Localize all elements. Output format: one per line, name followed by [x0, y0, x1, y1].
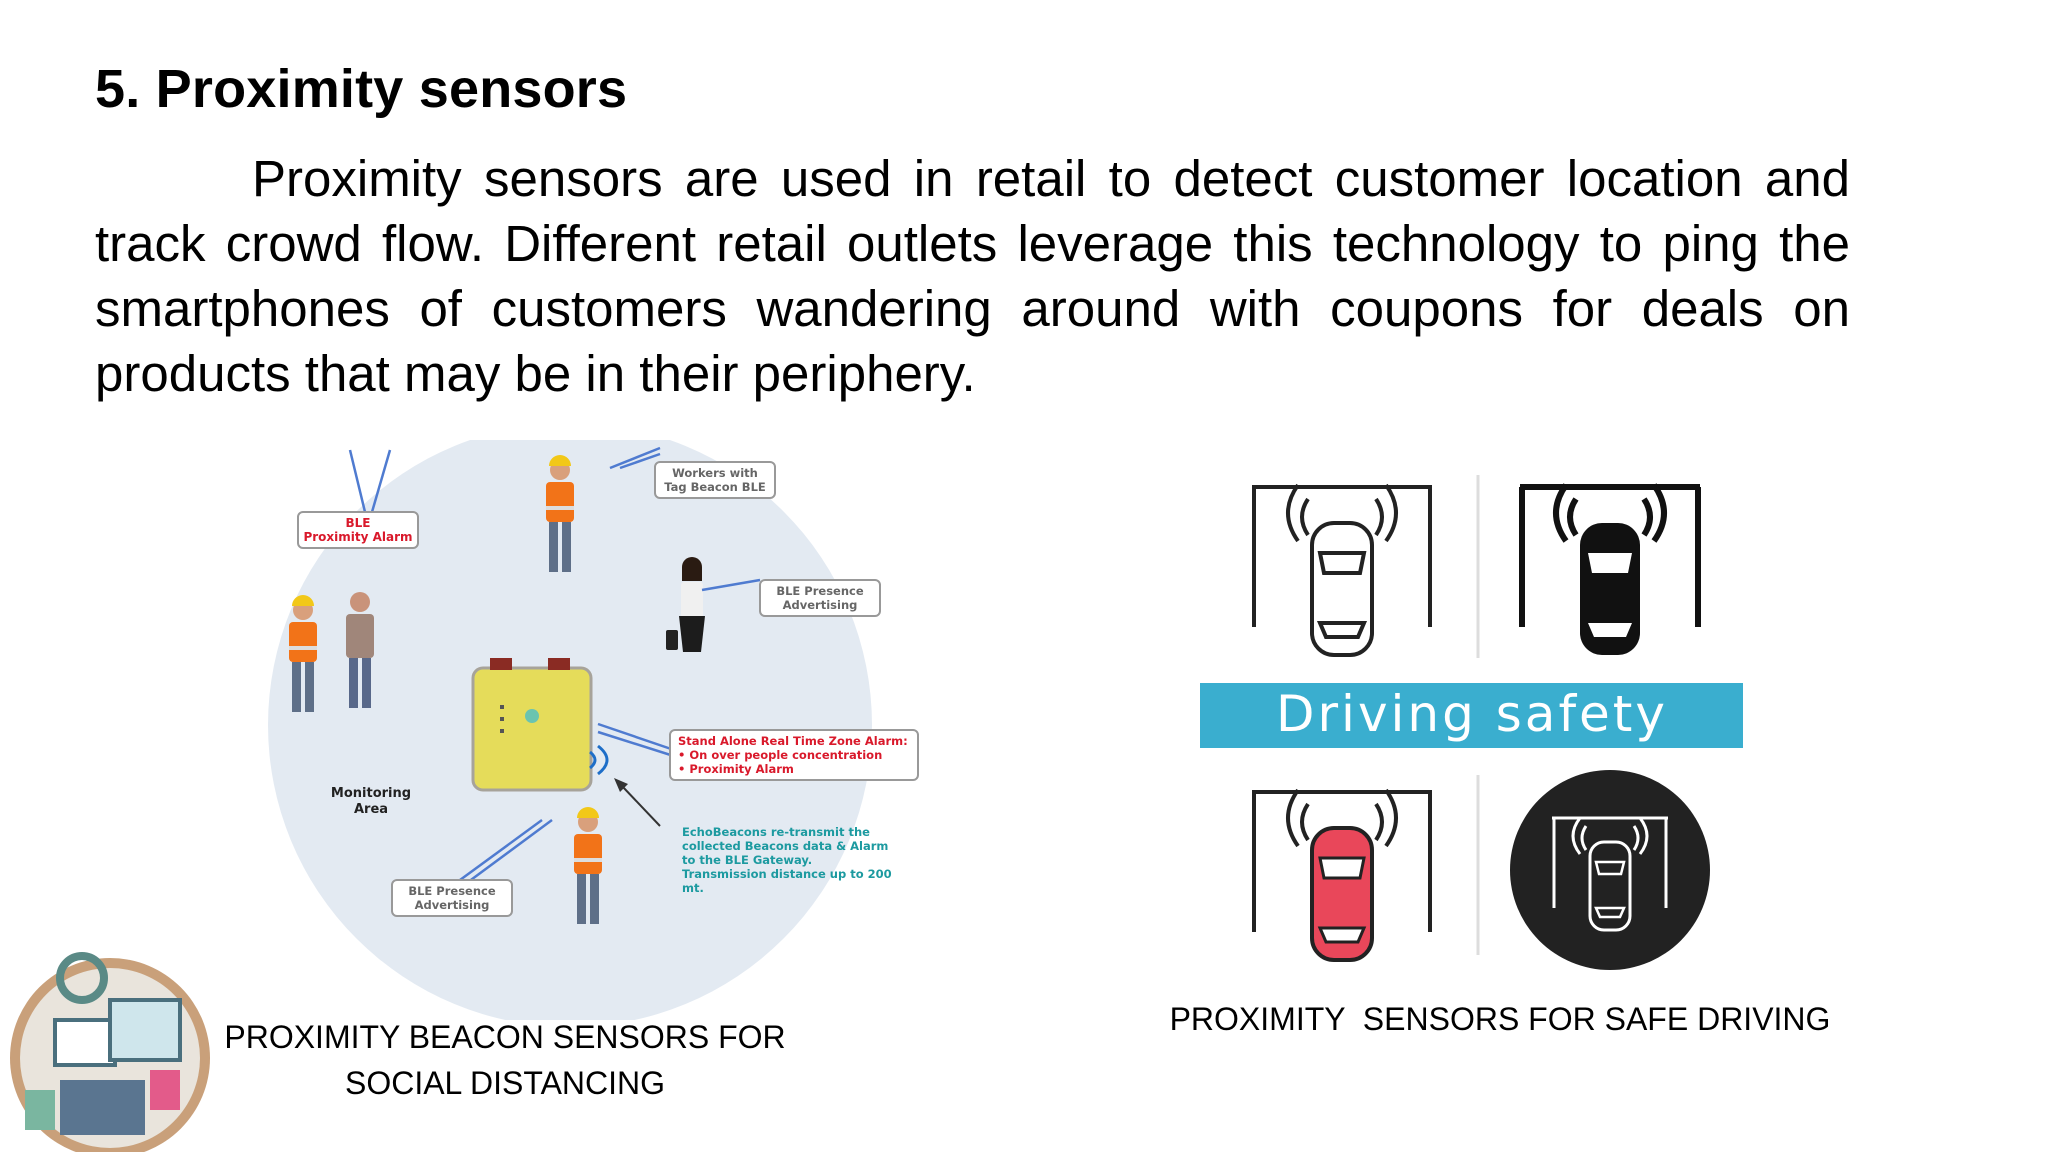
echo-arrow: [621, 785, 661, 827]
worker-bottom: [574, 807, 602, 924]
car-outline-top-left-icon: [1252, 483, 1432, 657]
label-zone-2: • On over people concentration: [678, 748, 882, 762]
label-presence-top-2: Advertising: [783, 598, 858, 612]
slide-paragraph: Proximity sensors are used in retail to …: [95, 150, 1850, 402]
ble-proximity-alarm-callout: BLE Proximity Alarm: [297, 511, 419, 549]
presence-bottom-callout: BLE Presence Advertising: [391, 879, 513, 917]
label-presence-bottom-1: BLE Presence: [408, 884, 496, 898]
iot-logo-icon: [10, 952, 210, 1152]
banner-text: Driving safety: [1276, 685, 1668, 743]
echobeacons-text: EchoBeacons re-transmit the collected Be…: [682, 825, 892, 895]
label-echo-3: to the BLE Gateway.: [682, 853, 812, 867]
label-echo-1: EchoBeacons re-transmit the: [682, 825, 870, 839]
caption-beacon-line1: PROXIMITY BEACON SENSORS FOR: [224, 1019, 786, 1055]
echo-arrowhead: [614, 778, 628, 792]
worker-top: [546, 455, 574, 572]
car-red-bottom-left-icon: [1252, 788, 1432, 962]
label-area: Area: [354, 802, 388, 817]
car-circle-bottom-right-icon: [1510, 770, 1710, 970]
caption-beacon-sensors: PROXIMITY BEACON SENSORS FOR SOCIAL DIST…: [200, 1014, 810, 1106]
businessman: [346, 592, 374, 708]
businesswoman: [666, 557, 705, 652]
label-zone-3: • Proximity Alarm: [678, 762, 794, 776]
label-echo-4: Transmission distance up to 200: [682, 867, 892, 881]
gateway-signal-icon: [589, 744, 609, 776]
label-presence-top-1: BLE Presence: [776, 584, 864, 598]
label-presence-bottom-2: Advertising: [415, 898, 490, 912]
label-proximity-alarm: Proximity Alarm: [303, 530, 412, 544]
ble-gateway-device: [471, 658, 593, 792]
label-echo-2: collected Beacons data & Alarm: [682, 839, 888, 853]
workers-tag-callout: Workers with Tag Beacon BLE: [654, 461, 776, 499]
worker-left: [289, 595, 317, 712]
slide-title: 5. Proximity sensors: [95, 59, 628, 119]
driving-safety-figure: Driving safety: [1200, 475, 1743, 970]
caption-beacon-line2: SOCIAL DISTANCING: [344, 1065, 666, 1101]
label-monitoring: Monitoring: [331, 786, 411, 801]
label-ble: BLE: [346, 516, 371, 530]
label-workers: Workers with: [672, 466, 758, 480]
zone-alarm-callout: Stand Alone Real Time Zone Alarm: • On o…: [669, 729, 919, 781]
monitoring-area-label: Monitoring Area: [331, 786, 411, 817]
label-echo-5: mt.: [682, 881, 704, 895]
beacon-diagram: BLE Proximity Alarm Workers with Tag Bea…: [268, 440, 919, 1020]
label-zone-1: Stand Alone Real Time Zone Alarm:: [678, 734, 908, 748]
presence-top-callout: BLE Presence Advertising: [759, 579, 881, 617]
label-tag-beacon: Tag Beacon BLE: [664, 480, 766, 494]
caption-safe-driving: PROXIMITY SENSORS FOR SAFE DRIVING: [1169, 1001, 1831, 1037]
callout-lines: [348, 446, 761, 890]
car-filled-top-right-icon: [1519, 483, 1701, 655]
driving-safety-banner: [1200, 683, 1743, 748]
